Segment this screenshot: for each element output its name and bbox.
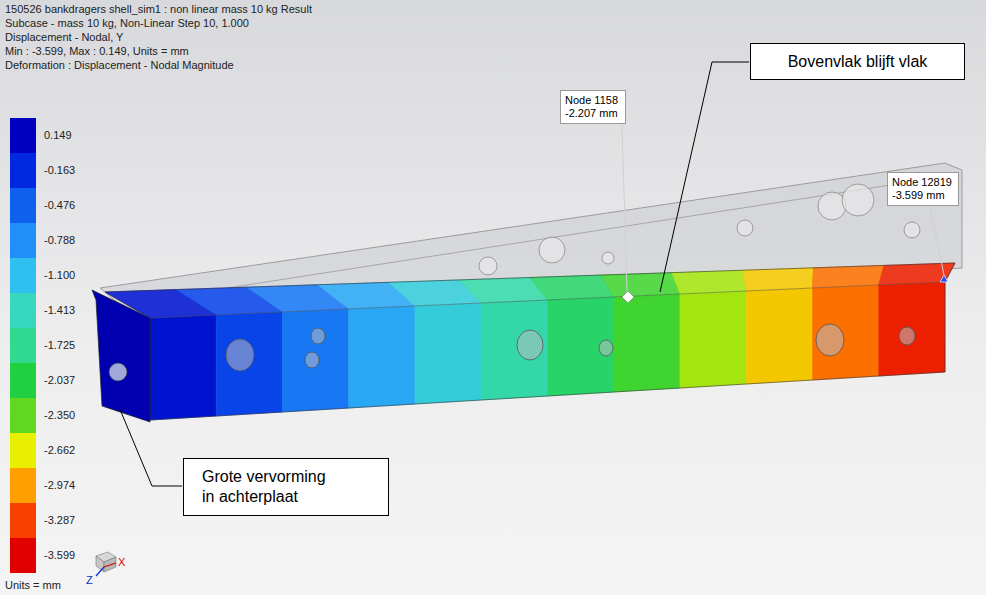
stress-band: [680, 291, 746, 388]
tag-lines: [622, 125, 944, 292]
legend-swatch: [10, 153, 36, 188]
legend-value: -1.413: [44, 304, 75, 317]
tag-line: [930, 207, 944, 275]
deformed-beam: [105, 263, 955, 420]
axis-label: Z: [86, 574, 93, 587]
end-plate-hole: [109, 363, 127, 381]
stress-band: [614, 294, 680, 392]
node-value: Node 1158: [565, 94, 621, 107]
units-note: Units = mm: [5, 579, 61, 592]
node-value: -3.599 mm: [892, 189, 954, 202]
legend-value: -2.037: [44, 374, 75, 387]
hole: [226, 339, 254, 371]
triad-cube: [104, 557, 116, 572]
hole: [539, 237, 565, 263]
axis-label: X: [118, 556, 125, 569]
hole: [737, 220, 753, 236]
stress-band: [283, 309, 349, 412]
hole: [842, 184, 874, 216]
legend-value: -2.350: [44, 409, 75, 422]
stress-band: [150, 315, 216, 420]
stress-band: [349, 306, 415, 408]
ghost-edge: [150, 175, 955, 300]
legend-swatch: [10, 188, 36, 223]
legend-value: -1.100: [44, 269, 75, 282]
z-axis: [96, 567, 104, 576]
stress-band: [879, 282, 945, 376]
beam-outline: [105, 263, 955, 420]
hole: [305, 352, 319, 368]
hole: [816, 324, 844, 356]
result-header: 150526 bankdragers shell_sim1 : non line…: [5, 3, 312, 16]
stress-band: [743, 268, 814, 291]
stress-band: [415, 303, 481, 404]
callout-box: Bovenvlak blijft vlak: [750, 43, 965, 80]
hole: [311, 328, 325, 344]
node-marker: [940, 275, 948, 282]
legend-value: -0.788: [44, 234, 75, 247]
result-header: Displacement - Nodal, Y: [5, 31, 123, 44]
leader-lines: [119, 62, 749, 486]
legend-value: -2.662: [44, 444, 75, 457]
beam-holes: [226, 324, 915, 371]
end-plate: [92, 290, 150, 422]
hole: [599, 340, 613, 356]
legend-swatch: [10, 293, 36, 328]
node-tag: Node 1158-2.207 mm: [560, 90, 626, 124]
tag-line: [622, 125, 627, 292]
leader-line: [119, 407, 182, 486]
node-marker: [622, 291, 634, 303]
callout-box: Grote vervorming in achterplaat: [183, 458, 389, 516]
legend-value: -0.476: [44, 199, 75, 212]
result-header: Deformation : Displacement - Nodal Magni…: [5, 59, 234, 72]
legend-swatch: [10, 433, 36, 468]
node-tag: Node 12819-3.599 mm: [887, 172, 959, 206]
result-header: Min : -3.599, Max : 0.149, Units = mm: [5, 45, 189, 58]
node-value: -2.207 mm: [565, 107, 621, 120]
axis-triad: [96, 552, 116, 576]
legend-swatch: [10, 468, 36, 503]
stress-band: [548, 297, 614, 396]
stress-band: [813, 285, 879, 380]
stress-band: [216, 312, 282, 416]
legend-swatch: [10, 363, 36, 398]
x-axis: [104, 563, 116, 567]
legend-value: -1.725: [44, 339, 75, 352]
legend-swatch: [10, 223, 36, 258]
hole: [818, 192, 846, 220]
beam-edge: [150, 282, 945, 318]
stress-band: [530, 275, 614, 300]
legend-value: -2.974: [44, 479, 75, 492]
node-value: Node 12819: [892, 176, 954, 189]
legend-swatch: [10, 258, 36, 293]
result-header: Subcase - mass 10 kg, Non-Linear Step 10…: [5, 17, 249, 30]
legend-swatch: [10, 503, 36, 538]
stress-band: [601, 273, 680, 297]
leader-line: [660, 62, 749, 292]
hole: [479, 257, 497, 275]
legend-swatch: [10, 538, 36, 573]
hole: [517, 330, 543, 360]
ghost-holes: [479, 184, 920, 275]
callout-text: Grote vervorming in achterplaat: [202, 467, 334, 507]
triad-cube: [96, 556, 104, 572]
hole: [602, 252, 614, 264]
hole: [904, 222, 920, 238]
legend-value: 0.149: [44, 129, 72, 142]
stress-band: [672, 270, 747, 294]
stress-band: [746, 288, 812, 384]
legend-swatch: [10, 328, 36, 363]
callout-text: Bovenvlak blijft vlak: [765, 52, 950, 71]
stress-band: [813, 265, 885, 288]
beam-details: [92, 290, 915, 422]
hole: [899, 327, 915, 345]
legend-value: -3.287: [44, 514, 75, 527]
legend-value: -0.163: [44, 164, 75, 177]
stress-band: [481, 300, 547, 400]
legend-swatch: [10, 398, 36, 433]
legend-value: -3.599: [44, 549, 75, 562]
legend-swatch: [10, 118, 36, 153]
